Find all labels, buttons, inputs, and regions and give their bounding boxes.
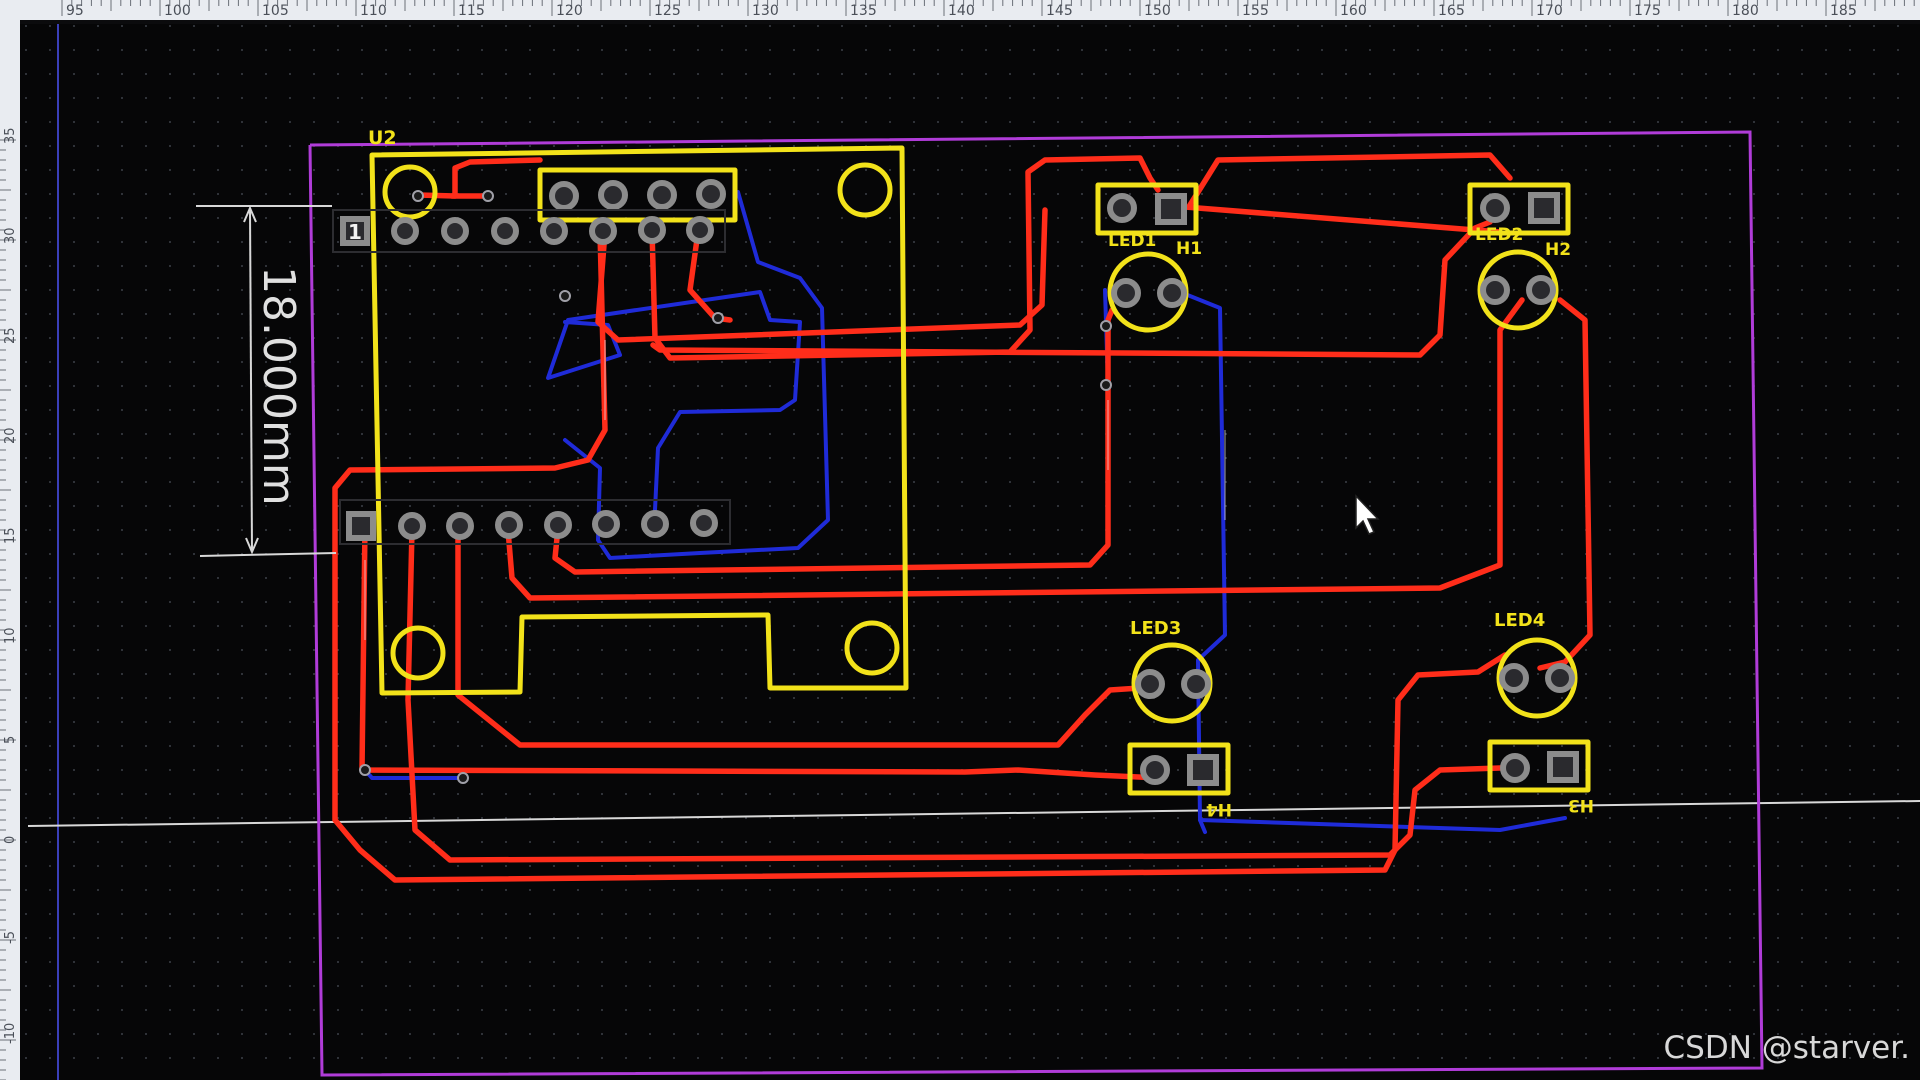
h1-outline[interactable]	[1095, 182, 1199, 236]
h4-outline[interactable]	[1127, 742, 1231, 796]
ruler-label: 165	[1438, 3, 1465, 19]
ruler-label: 135	[850, 3, 877, 19]
dimension-label: 18.000mm	[253, 266, 304, 506]
ruler-label: 20	[3, 427, 18, 444]
ruler-label: 125	[654, 3, 681, 19]
pad[interactable]	[441, 217, 469, 245]
vias[interactable]	[359, 190, 1112, 784]
pad[interactable]	[686, 216, 714, 244]
pad[interactable]	[1157, 278, 1187, 308]
ruler-label: -10	[3, 1023, 18, 1044]
ruler-label: 25	[3, 327, 18, 344]
mounting-hole[interactable]	[382, 164, 438, 220]
h3-outline[interactable]	[1487, 739, 1591, 793]
ruler-label: 105	[262, 3, 289, 19]
ruler-label: 140	[948, 3, 975, 19]
pad[interactable]	[391, 217, 419, 245]
pad[interactable]	[549, 181, 579, 211]
h2-outline[interactable]	[1467, 182, 1571, 236]
ruler-label: 10	[3, 627, 18, 644]
pad[interactable]	[1526, 275, 1556, 305]
ruler-label: 130	[752, 3, 779, 19]
ruler-label: 5	[3, 736, 18, 744]
led4-label: LED4	[1494, 610, 1545, 631]
ruler-label: 180	[1732, 3, 1759, 19]
pad[interactable]	[1181, 669, 1211, 699]
pad[interactable]	[696, 179, 726, 209]
h3-label: H3	[1568, 795, 1594, 815]
ruler-label: 175	[1634, 3, 1661, 19]
pad[interactable]	[592, 510, 620, 538]
pad[interactable]	[1480, 193, 1510, 223]
pad[interactable]	[1107, 193, 1137, 223]
ruler-label: 160	[1340, 3, 1367, 19]
ruler-label: 35	[3, 127, 18, 144]
pads-layer[interactable]	[340, 179, 1579, 786]
pad[interactable]	[647, 180, 677, 210]
mounting-hole[interactable]	[390, 625, 446, 681]
pad[interactable]	[491, 217, 519, 245]
pad-square[interactable]	[1528, 192, 1560, 224]
pin1-marker: 1	[348, 220, 362, 244]
led3-label: LED3	[1130, 618, 1181, 639]
pad[interactable]	[544, 511, 572, 539]
h1-label: H1	[1176, 239, 1202, 259]
ruler-label: 30	[3, 227, 18, 244]
pad[interactable]	[638, 216, 666, 244]
h2-label: H2	[1545, 240, 1571, 260]
pad[interactable]	[1499, 663, 1529, 693]
top-ruler[interactable]: 95 100 105 110 115 120 125 130 135 140 145 150 155 16…	[0, 0, 1920, 20]
pad[interactable]	[641, 510, 669, 538]
ruler-label: 100	[164, 3, 191, 19]
pad[interactable]	[495, 511, 523, 539]
ruler-label: 95	[66, 3, 84, 19]
pad[interactable]	[540, 217, 568, 245]
watermark: CSDN @starver.	[1664, 1030, 1910, 1066]
ruler-label: 120	[556, 3, 583, 19]
u2-label: U2	[368, 127, 397, 149]
mounting-hole[interactable]	[837, 162, 893, 218]
pad[interactable]	[1135, 669, 1165, 699]
mounting-hole[interactable]	[844, 620, 900, 676]
ruler-label: 170	[1536, 3, 1563, 19]
pad[interactable]	[690, 509, 718, 537]
board-outline[interactable]	[308, 130, 1764, 1077]
pad[interactable]	[446, 512, 474, 540]
led1-label: LED1	[1108, 231, 1156, 251]
h4-label: H4	[1206, 799, 1232, 819]
pad-square[interactable]	[346, 511, 376, 541]
ruler-label: 110	[360, 3, 387, 19]
dimension-annotation[interactable]	[196, 205, 337, 557]
ruler-label: 0	[3, 836, 18, 844]
ruler-label: 115	[458, 3, 485, 19]
pad[interactable]	[589, 217, 617, 245]
pad[interactable]	[598, 180, 628, 210]
guide-line-horizontal	[27, 800, 1920, 827]
pad-square[interactable]	[1547, 751, 1579, 783]
mouse-cursor-icon	[1355, 494, 1380, 535]
ruler-label: 15	[3, 527, 18, 544]
front-copper-layer[interactable]	[332, 152, 1593, 883]
pad[interactable]	[1500, 753, 1530, 783]
pad-square[interactable]	[340, 216, 370, 246]
ruler-label: 145	[1046, 3, 1073, 19]
ruler-label: 155	[1242, 3, 1269, 19]
u2-outline[interactable]	[369, 145, 909, 696]
pad-square[interactable]	[1187, 754, 1219, 786]
ruler-label: -5	[3, 931, 18, 944]
pad[interactable]	[1111, 278, 1141, 308]
left-ruler[interactable]: 35 30 25 20 15 10 5 0 -5 -10	[0, 20, 20, 1080]
led2-label: LED2	[1475, 225, 1523, 245]
pad[interactable]	[398, 512, 426, 540]
pad[interactable]	[1480, 275, 1510, 305]
u2-top-header-outline[interactable]	[537, 167, 738, 223]
ruler-label: 150	[1144, 3, 1171, 19]
ruler-label: 185	[1830, 3, 1857, 19]
pad-square[interactable]	[1155, 193, 1187, 225]
pad[interactable]	[1545, 663, 1575, 693]
pad[interactable]	[1140, 755, 1170, 785]
